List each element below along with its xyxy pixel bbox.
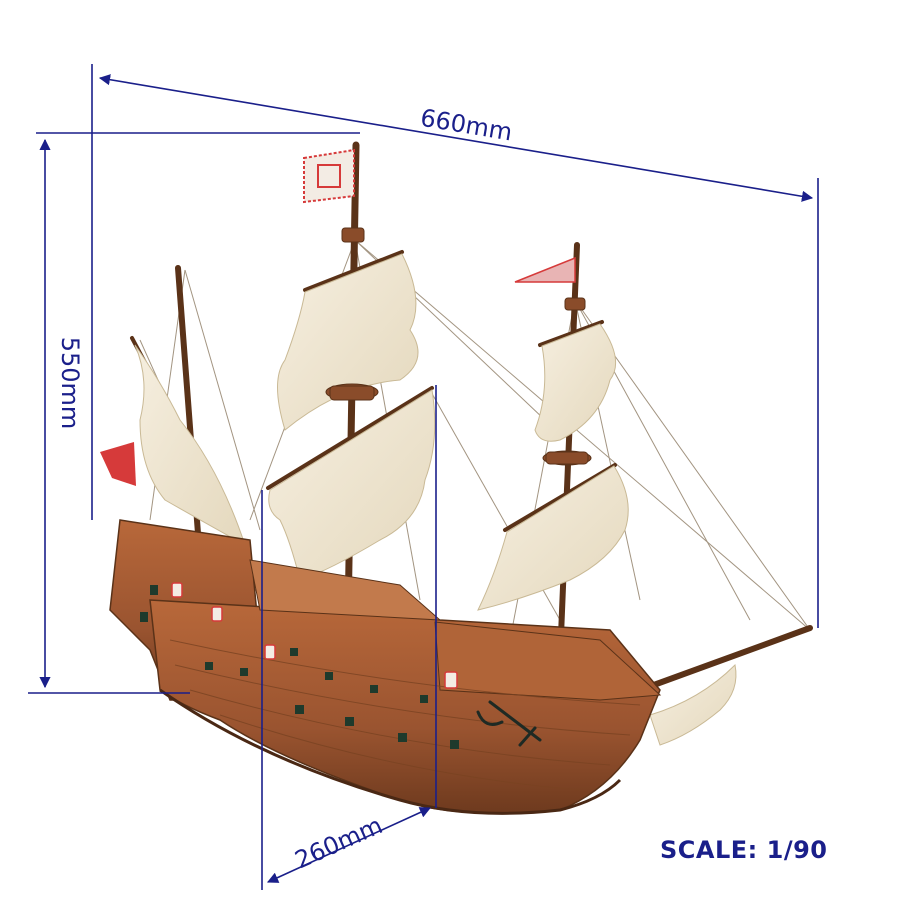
dimension-lines: [28, 64, 819, 890]
main-topsail: [277, 253, 419, 431]
yards: [266, 250, 617, 532]
fore-course-sail: [477, 465, 629, 611]
length-arrow: [98, 74, 814, 202]
main-flag: [303, 148, 355, 204]
crows-nests: [325, 227, 592, 466]
anchor-icon: [476, 700, 542, 747]
scale-label: SCALE: 1/90: [660, 836, 828, 864]
ship-model: [100, 141, 813, 815]
beam-arrow: [266, 807, 432, 883]
spritsail: [649, 663, 737, 746]
gunports: [140, 585, 459, 749]
beam-label: 260mm: [291, 811, 387, 874]
mizzen-lateen-sail: [134, 344, 246, 547]
fore-topsail: [534, 323, 617, 442]
stern-flag: [100, 442, 136, 486]
rail-shields: [171, 582, 458, 689]
hull: [109, 519, 662, 815]
fore-flag: [514, 256, 576, 283]
main-course-sail: [268, 389, 436, 581]
height-label: 550mm: [56, 337, 84, 430]
